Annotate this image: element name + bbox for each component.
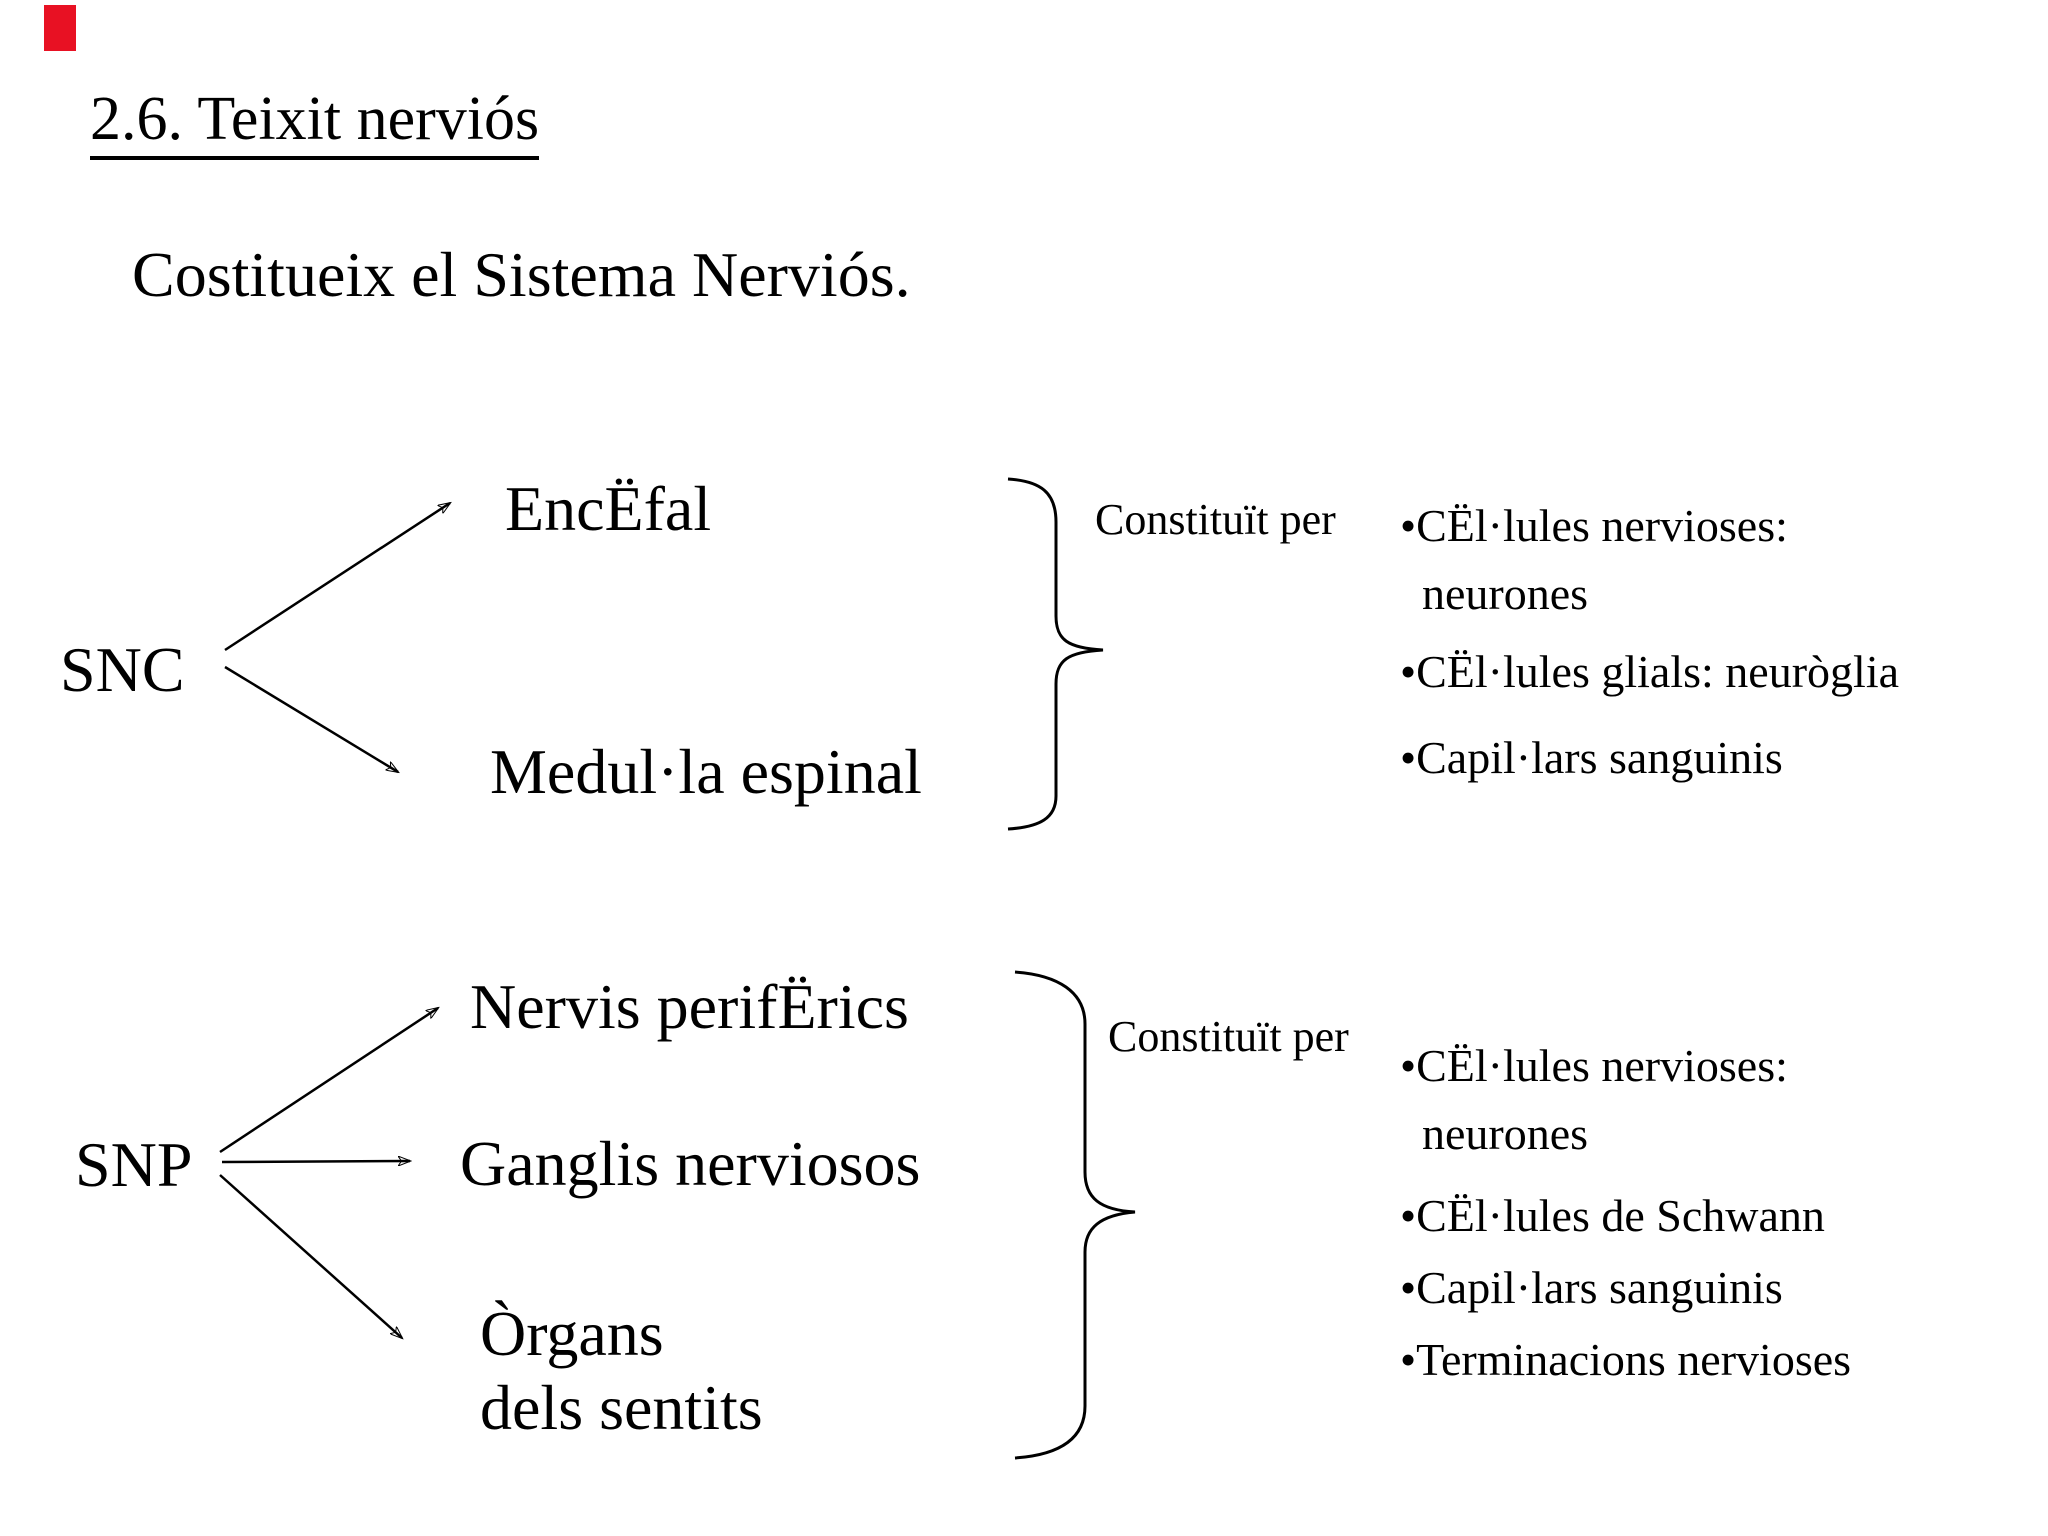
snp-connector-label: Constituït per bbox=[1108, 1012, 1349, 1061]
snp-arrow-organs-icon bbox=[219, 1174, 402, 1338]
snc-item-encefal: EncËfal bbox=[505, 473, 712, 544]
snc-connector-label: Constituït per bbox=[1095, 495, 1336, 544]
snc-bullet-cellules-nervioses: •CËl·lules nervioses: bbox=[1400, 500, 1788, 551]
snc-bullet-capillars: •Capil·lars sanguinis bbox=[1400, 732, 1783, 783]
snp-item-organs-line1: Òrgans bbox=[480, 1298, 664, 1369]
snp-arrow-ganglis-icon bbox=[221, 1161, 410, 1162]
snc-label: SNC bbox=[60, 634, 185, 705]
snp-label: SNP bbox=[75, 1129, 193, 1200]
snc-bullet-cellules-glials: •CËl·lules glials: neuròglia bbox=[1400, 646, 1900, 697]
snp-arrow-nervis-icon bbox=[219, 1008, 438, 1154]
slide-title: 2.6. Teixit nerviós bbox=[90, 88, 540, 160]
snc-item-medulla: Medul·la espinal bbox=[490, 736, 922, 807]
red-corner-marker bbox=[44, 5, 76, 51]
snc-curly-brace-icon bbox=[1007, 477, 1104, 831]
snp-item-ganglis: Ganglis nerviosos bbox=[460, 1128, 921, 1199]
snp-bullet-capillars: •Capil·lars sanguinis bbox=[1400, 1262, 1783, 1313]
snp-bullet-cellules-nervioses: •CËl·lules nervioses: bbox=[1400, 1040, 1788, 1091]
snp-bullet-neurones: neurones bbox=[1422, 1108, 1589, 1159]
snc-arrow-medulla-icon bbox=[224, 665, 398, 772]
snc-bullet-neurones: neurones bbox=[1422, 568, 1589, 619]
snc-arrow-encefal-icon bbox=[224, 503, 450, 652]
snp-item-organs-line2: dels sentits bbox=[480, 1372, 763, 1443]
snp-bullet-schwann: •CËl·lules de Schwann bbox=[1400, 1190, 1825, 1241]
snp-bullet-terminacions: •Terminacions nervioses bbox=[1400, 1334, 1852, 1385]
snp-item-nervis: Nervis perifËrics bbox=[470, 971, 909, 1042]
slide-subtitle: Costitueix el Sistema Nerviós. bbox=[132, 239, 911, 310]
snp-curly-brace-icon bbox=[1014, 970, 1136, 1460]
